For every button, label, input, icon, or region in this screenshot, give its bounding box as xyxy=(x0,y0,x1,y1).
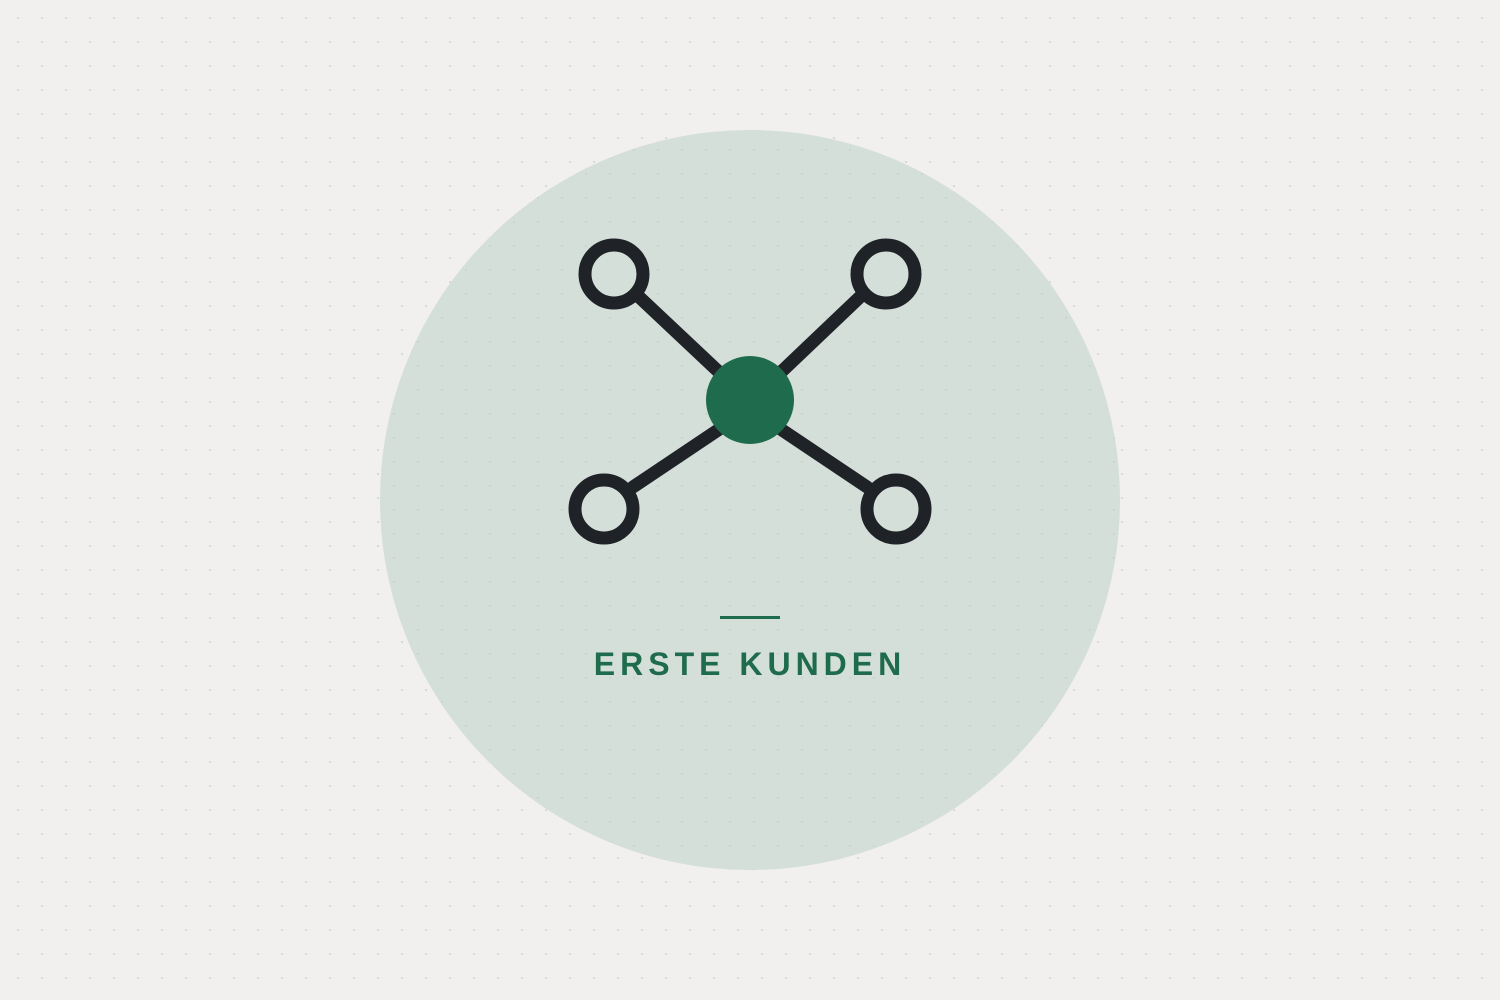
node-bottom-right xyxy=(860,473,932,545)
spoke-top-right xyxy=(772,288,869,381)
spoke-bottom-left xyxy=(626,421,728,494)
badge-disc xyxy=(380,130,1120,870)
hub-node xyxy=(706,356,794,444)
node-top-right xyxy=(850,238,922,310)
node-bottom-left xyxy=(568,473,640,545)
spoke-bottom-right xyxy=(772,421,874,494)
spoke-top-left xyxy=(630,288,728,381)
badge-label: ERSTE KUNDEN xyxy=(593,646,907,682)
node-top-left xyxy=(578,238,650,310)
accent-rule xyxy=(720,616,780,619)
